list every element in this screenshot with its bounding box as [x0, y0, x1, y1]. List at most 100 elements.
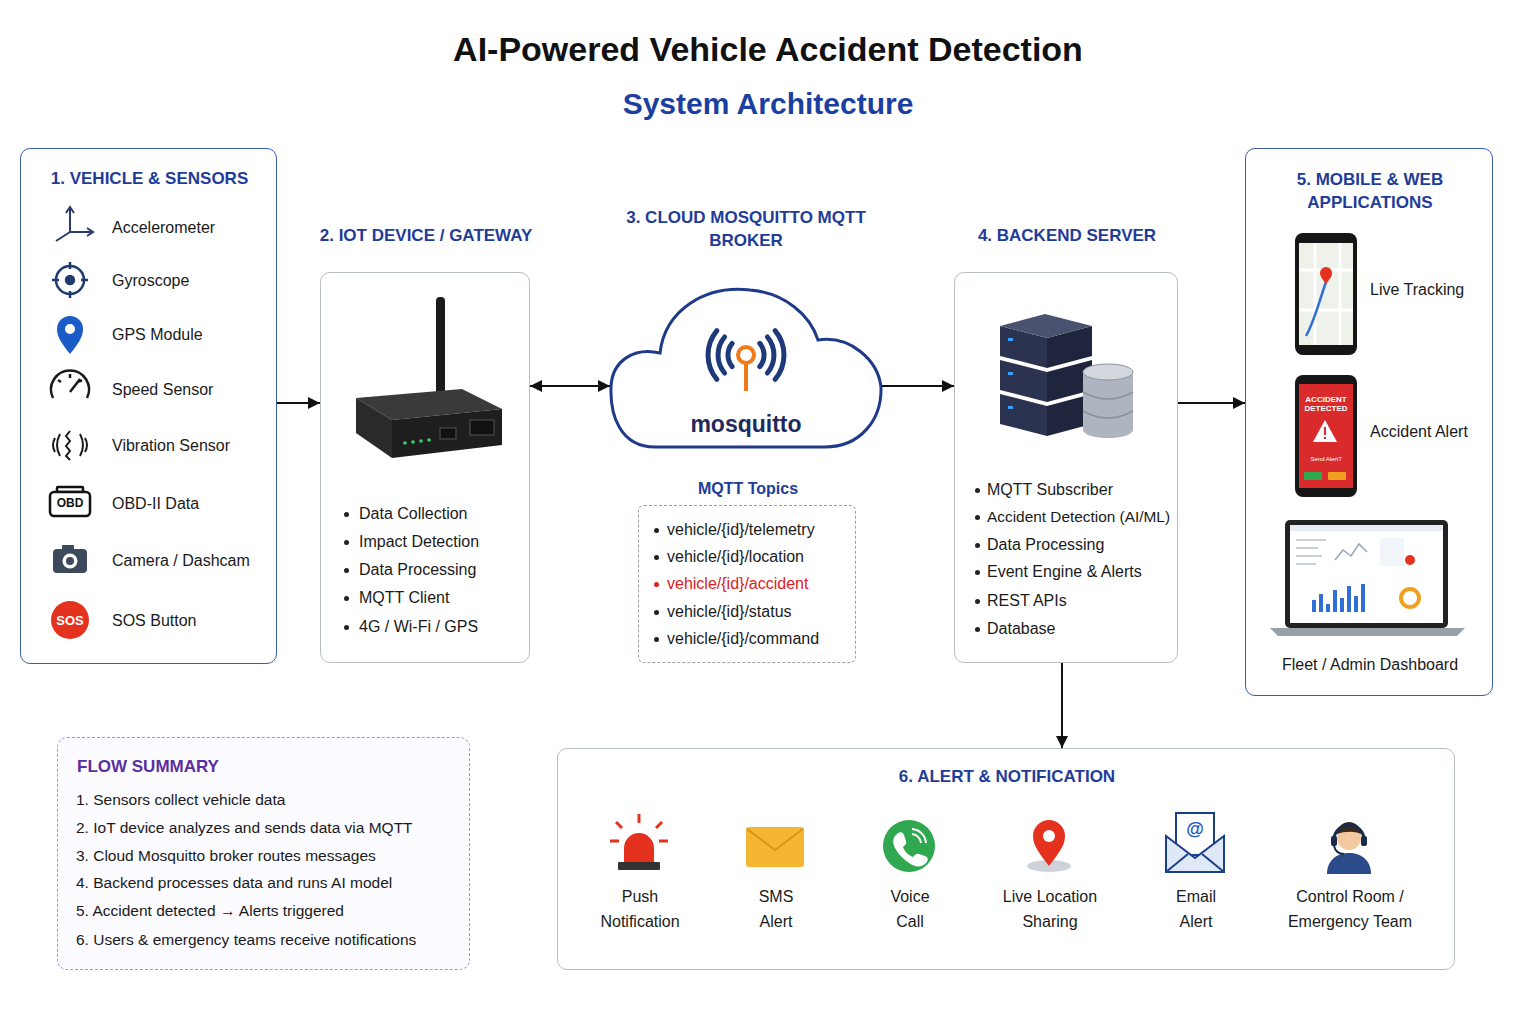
alert-panel: 6. ALERT & NOTIFICATION Push Notification… [557, 748, 1455, 970]
control-room-icon [1334, 846, 1344, 854]
section-heading: 5. MOBILE & WEB APPLICATIONS [1275, 168, 1465, 215]
vibration-icon [53, 431, 87, 460]
diagram-title: AI-Powered Vehicle Accident Detection [0, 30, 1536, 69]
item-text: 4G / Wi-Fi / GPS [359, 617, 478, 638]
item-text: Data Processing [359, 560, 476, 581]
server-stack [1000, 394, 1047, 436]
item-text: Push Notification [592, 885, 688, 935]
dashboard-laptop [1312, 600, 1316, 612]
item-text: 2. IoT device analyzes and sends data vi… [76, 818, 413, 838]
gateway-device [356, 398, 392, 458]
section-heading: 4. BACKEND SERVER [978, 224, 1156, 247]
bullet-dot [654, 637, 659, 642]
dashboard-laptop [1326, 604, 1330, 612]
tracking-phone [1306, 282, 1326, 336]
bullet-dot [654, 528, 659, 533]
voice-call-icon [883, 820, 935, 872]
item-text: Speed Sensor [112, 380, 213, 401]
signal-arc [767, 337, 774, 373]
flow-summary-box: FLOW SUMMARY1. Sensors collect vehicle d… [57, 737, 470, 970]
server-stack [1083, 372, 1133, 430]
item-text: Impact Detection [359, 532, 479, 553]
alert-phone [1295, 375, 1357, 497]
signal-arc [760, 343, 764, 366]
gyroscope-icon [56, 266, 84, 294]
gateway-device [411, 440, 415, 444]
voice-call-icon [912, 829, 926, 843]
logo-pin [744, 363, 748, 391]
item-text: Accelerometer [112, 218, 215, 239]
sos-button-icon [51, 601, 89, 639]
item-text: Database [987, 619, 1056, 640]
dashboard-laptop [1270, 520, 1465, 636]
item-text: Voice Call [885, 885, 935, 935]
control-room-icon [1327, 822, 1371, 874]
gateway-device [436, 297, 445, 401]
bullet-dot [344, 596, 349, 601]
server-stack [1000, 314, 1092, 338]
bullet-dot [344, 540, 349, 545]
item-text: Live Location Sharing [994, 885, 1106, 935]
control-room-icon [1327, 853, 1371, 874]
vibration-icon [66, 431, 70, 460]
dashboard-laptop [1401, 589, 1419, 607]
gyroscope-icon [66, 276, 74, 284]
tracking-phone [1299, 243, 1353, 345]
signal-arc [718, 337, 725, 373]
gyroscope-icon [52, 262, 88, 298]
email-envelope-icon [1166, 854, 1224, 872]
item-text: Camera / Dashcam [112, 551, 250, 572]
mqtt-topics-box: MQTT Topicsvehicle/{id}/telemetryvehicle… [638, 505, 856, 663]
obd-connector-icon [50, 492, 90, 516]
item-text: Control Room / Emergency Team [1280, 885, 1420, 935]
item-text: OBD-II Data [112, 494, 199, 515]
alert-phone [1299, 384, 1353, 488]
item-text: REST APIs [987, 591, 1067, 612]
section-heading: 6. ALERT & NOTIFICATION [899, 765, 1115, 788]
bullet-dot [344, 512, 349, 517]
bullet-dot [975, 570, 980, 575]
item-text: SOS Button [112, 611, 197, 632]
item-text: MQTT Client [359, 588, 449, 609]
dashboard-laptop [1290, 525, 1443, 623]
location-pin-icon [1043, 830, 1055, 842]
item-text: MQTT Subscriber [987, 480, 1113, 501]
email-envelope-icon [1166, 836, 1224, 872]
speedometer-icon [51, 371, 89, 398]
item-text: Gyroscope [112, 271, 189, 292]
gyroscope-icon [52, 262, 88, 298]
server-stack [1083, 392, 1133, 418]
server-stack [1008, 338, 1013, 341]
gateway-device [356, 297, 502, 458]
speedometer-icon [58, 374, 82, 382]
bullet-dot [975, 543, 980, 548]
phone-alert-text: ACCIDENT DETECTED [1301, 395, 1351, 413]
server-stack [1083, 422, 1133, 438]
item-text: Fleet / Admin Dashboard [1282, 655, 1458, 676]
server-stack [1083, 364, 1133, 380]
cloud-shape [611, 289, 881, 447]
gateway-device [440, 428, 456, 439]
voice-call-icon [893, 832, 928, 866]
camera-icon [63, 554, 78, 569]
server-stack [1008, 372, 1013, 375]
obd-connector-icon [50, 487, 90, 516]
server-stack [1000, 314, 1133, 438]
alert-phone [1328, 472, 1346, 480]
server-stack [1000, 360, 1047, 402]
item-text: Data Collection [359, 504, 468, 525]
obd-icon-text: OBD [57, 497, 84, 511]
diagram-subtitle: System Architecture [623, 87, 914, 122]
tracking-phone [1295, 233, 1357, 355]
alert-phone [1324, 427, 1326, 439]
item-text: Live Tracking [1370, 280, 1464, 301]
item-text: Accident Detection (AI/ML) [987, 507, 1170, 527]
dashboard-laptop [1290, 525, 1443, 531]
sensor-panel: 1. VEHICLE & SENSORSAccelerometerGyrosco… [20, 148, 277, 664]
flow-arrow [530, 385, 610, 387]
section-heading: 2. IOT DEVICE / GATEWAY [320, 224, 533, 247]
flow-arrow [1061, 663, 1063, 748]
